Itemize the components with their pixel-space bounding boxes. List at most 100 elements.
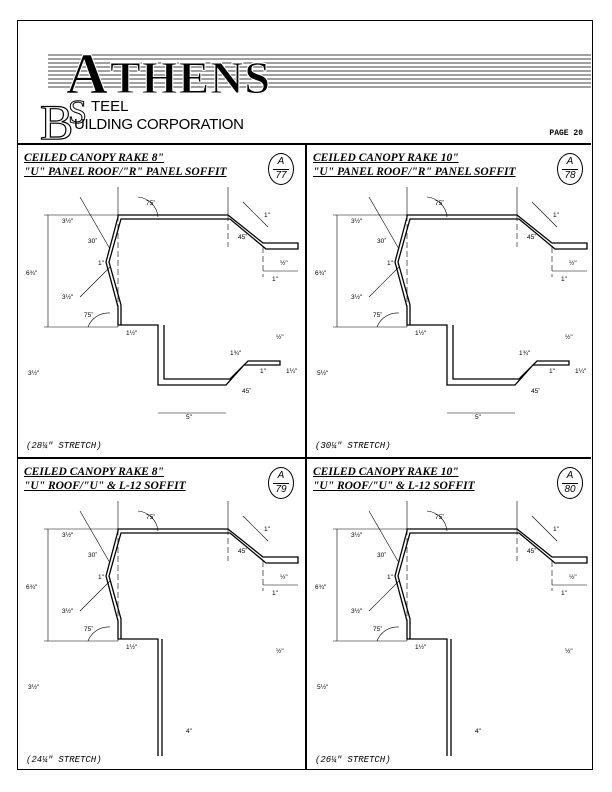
dim-angle-75: 75˚ bbox=[435, 199, 444, 207]
dim-mid-1: 1" bbox=[98, 574, 105, 581]
title-block: A THENS B S TEEL UILDING CORPORATION PAG… bbox=[18, 21, 591, 145]
company-logo: A THENS B S TEEL UILDING CORPORATION bbox=[39, 41, 591, 145]
panel-title-line1: CEILED CANOPY RAKE 10" bbox=[313, 152, 459, 164]
logo-sub-steel: TEEL bbox=[91, 98, 129, 115]
divider-vertical bbox=[305, 145, 307, 769]
dim-angle-30: 30˚ bbox=[377, 551, 386, 559]
dim-mid-1: 1" bbox=[387, 260, 394, 267]
panel-title: CEILED CANOPY RAKE 10" "U" ROOF/"U" & L-1… bbox=[313, 465, 475, 493]
dim-height: 6¾" bbox=[26, 270, 38, 277]
divider-middle bbox=[18, 457, 591, 459]
dim-step-1-5: 1½" bbox=[415, 643, 427, 651]
dim-base: 4" bbox=[186, 728, 193, 735]
dim-height: 6¾" bbox=[315, 584, 327, 591]
dim-angle-45: 45˚ bbox=[527, 547, 536, 555]
dim-angle-30: 30˚ bbox=[88, 237, 97, 245]
panel-title: CEILED CANOPY RAKE 10" "U" PANEL ROOF/"R"… bbox=[313, 151, 516, 179]
dim-hem-half: ½" bbox=[280, 573, 288, 581]
detail-panel-a79: CEILED CANOPY RAKE 8" "U" ROOF/"U" & L-12… bbox=[18, 459, 304, 771]
dim-step-1-5: 1½" bbox=[126, 329, 138, 337]
panel-title-line1: CEILED CANOPY RAKE 8" bbox=[24, 466, 164, 478]
dim-hem-half-lower: ½" bbox=[276, 333, 284, 341]
dim-1-25: 1¼" bbox=[286, 368, 298, 375]
detail-panel-a80: CEILED CANOPY RAKE 10" "U" ROOF/"U" & L-1… bbox=[307, 459, 593, 771]
trim-profile-top bbox=[397, 214, 588, 325]
trim-profile-drawing: 5½"75˚1"45˚3½"30˚6¾"1"3½"75˚½"1"3½"1½"5"… bbox=[26, 187, 299, 421]
trim-profile-drawing: 5½"75˚1"45˚3½"30˚6¾"1"3½"75˚½"1"5½"1½"4"… bbox=[315, 501, 588, 756]
dim-height: 6¾" bbox=[315, 270, 327, 277]
badge-letter: A bbox=[566, 470, 574, 481]
panel-title-line2: "U" ROOF/"U" & L-12 SOFFIT bbox=[24, 480, 186, 492]
dim-angle-75-lower: 75˚ bbox=[373, 625, 382, 633]
stretch-note: (30¼" STRETCH) bbox=[315, 441, 391, 451]
logo-word: THENS bbox=[110, 52, 271, 103]
dim-hem-1: 1" bbox=[272, 276, 279, 283]
dim-hem-half: ½" bbox=[569, 259, 577, 267]
stretch-note: (24¼" STRETCH) bbox=[26, 755, 102, 765]
detail-badge: A 77 bbox=[268, 153, 294, 185]
stretch-note: (28¼" STRETCH) bbox=[26, 441, 102, 451]
panel-title-line2: "U" ROOF/"U" & L-12 SOFFIT bbox=[313, 480, 475, 492]
dim-lower-leg: 3½" bbox=[351, 607, 363, 615]
panel-title: CEILED CANOPY RAKE 8""U" PANEL ROOF/"R" … bbox=[24, 151, 227, 179]
badge-number: 77 bbox=[273, 169, 289, 182]
dim-drop: 3½" bbox=[28, 369, 40, 377]
logo-sub-building: UILDING CORPORATION bbox=[74, 116, 244, 133]
dim-upper-leg: 3½" bbox=[351, 217, 363, 225]
badge-letter: A bbox=[277, 156, 285, 167]
dim-base: 4" bbox=[475, 728, 482, 735]
dim-angle-75: 75˚ bbox=[146, 199, 155, 207]
dim-lower-1: 1" bbox=[260, 368, 267, 375]
dim-upper-leg: 3½" bbox=[62, 531, 74, 539]
dim-lip-1: 1" bbox=[553, 526, 560, 533]
panel-title-line1: CEILED CANOPY RAKE 10" bbox=[313, 466, 459, 478]
dim-lower-1: 1" bbox=[549, 368, 556, 375]
dim-angle-45-lower: 45˚ bbox=[242, 387, 251, 395]
dim-angle-75: 75˚ bbox=[435, 513, 444, 521]
trim-profile-drawing: 5½"75˚1"45˚3½"30˚6¾"1"3½"75˚½"1"5½"1½"5"… bbox=[315, 187, 588, 421]
dim-lower-leg: 3½" bbox=[62, 293, 74, 301]
dim-step-1-5: 1½" bbox=[415, 329, 427, 337]
detail-panel-a78: CEILED CANOPY RAKE 10" "U" PANEL ROOF/"R"… bbox=[307, 145, 593, 457]
dim-hem-1: 1" bbox=[561, 276, 568, 283]
dim-1-75: 1¾" bbox=[519, 350, 531, 357]
logo-initial-s: S bbox=[68, 94, 87, 131]
dim-angle-75-lower: 75˚ bbox=[84, 625, 93, 633]
trim-profile-top bbox=[108, 528, 299, 639]
trim-profile bbox=[105, 530, 163, 756]
panel-title: CEILED CANOPY RAKE 8" "U" ROOF/"U" & L-12… bbox=[24, 465, 186, 493]
trim-profile-drawing: 5½"75˚1"45˚3½"30˚6¾"1"3½"75˚½"1"3½"1½"4"… bbox=[26, 501, 299, 756]
dim-drop: 5½" bbox=[317, 683, 329, 691]
divider-top bbox=[18, 143, 591, 145]
dim-angle-45-lower: 45˚ bbox=[531, 387, 540, 395]
trim-profile bbox=[105, 216, 281, 386]
page-number: PAGE 20 bbox=[549, 129, 583, 138]
trim-profile bbox=[394, 530, 452, 756]
badge-number: 79 bbox=[273, 483, 289, 496]
dim-lip-1: 1" bbox=[553, 212, 560, 219]
badge-letter: A bbox=[277, 470, 285, 481]
logo-initial-a: A bbox=[66, 41, 108, 106]
panel-title-line2: "U" PANEL ROOF/"R" PANEL SOFFIT bbox=[313, 166, 516, 178]
dim-hem-half-lower: ½" bbox=[565, 333, 573, 341]
dim-lip-1: 1" bbox=[264, 526, 271, 533]
dim-hem-1: 1" bbox=[561, 590, 568, 597]
dim-angle-75-lower: 75˚ bbox=[373, 311, 382, 319]
badge-letter: A bbox=[566, 156, 574, 167]
dim-angle-45: 45˚ bbox=[527, 233, 536, 241]
dim-mid-1: 1" bbox=[387, 574, 394, 581]
dim-upper-leg: 3½" bbox=[62, 217, 74, 225]
logo-initial-b: B bbox=[40, 94, 73, 145]
dim-angle-30: 30˚ bbox=[88, 551, 97, 559]
dim-hem-half-lower: ½" bbox=[276, 647, 284, 655]
dim-drop: 3½" bbox=[28, 683, 40, 691]
dim-lip-1: 1" bbox=[264, 212, 271, 219]
dim-1-25: 1¼" bbox=[575, 368, 587, 375]
dim-base: 5" bbox=[186, 414, 193, 421]
dim-hem-half: ½" bbox=[569, 573, 577, 581]
detail-panel-a77: CEILED CANOPY RAKE 8""U" PANEL ROOF/"R" … bbox=[18, 145, 304, 457]
trim-profile-top bbox=[108, 214, 299, 325]
panel-title-line1: CEILED CANOPY RAKE 8" bbox=[24, 152, 164, 164]
dim-hem-half-lower: ½" bbox=[565, 647, 573, 655]
